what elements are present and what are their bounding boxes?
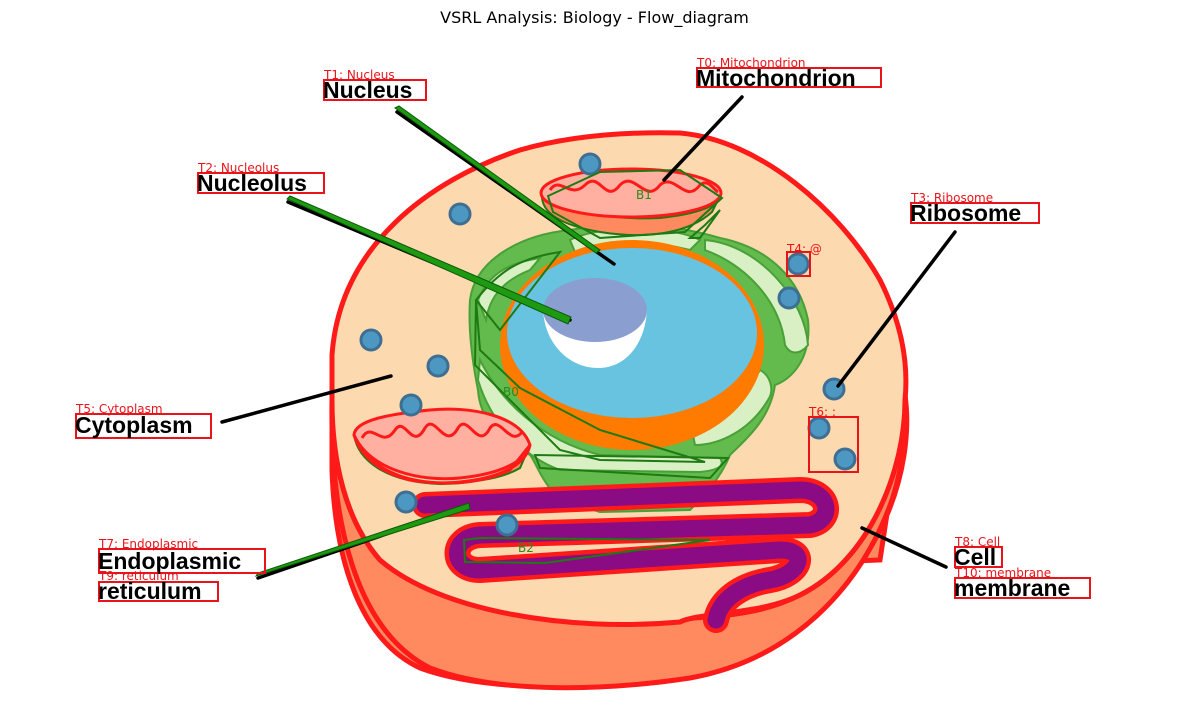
ribosome-1	[448, 202, 472, 226]
green-box-nucleus	[394, 105, 601, 254]
box-b0-outline-3	[533, 453, 731, 480]
label-endoplasmic: Endoplasmic	[98, 548, 241, 574]
box-b0-outline-2	[474, 250, 563, 332]
box-b2-outline	[462, 536, 711, 565]
tag-t7: T7: Endoplasmic	[98, 537, 198, 551]
tag-t5: T5: Cytoplasm	[75, 402, 163, 416]
label-box-t1	[323, 79, 427, 101]
box-b0-outline	[473, 299, 706, 463]
label-box-t2	[197, 172, 325, 194]
green-box-nucleolus	[286, 195, 572, 325]
green-leader-overlays	[254, 105, 601, 577]
ribosome-5	[394, 490, 418, 514]
box-label-b1: B1	[636, 188, 652, 202]
label-box-t7	[98, 548, 266, 574]
tag-t3: T3: Ribosome	[910, 191, 993, 205]
label-box-t9	[98, 581, 219, 602]
leader-ribosome	[836, 230, 957, 388]
box-label-b0: B0	[503, 385, 519, 399]
box-t4-region	[786, 251, 811, 277]
tag-t10: T10: membrane	[954, 566, 1051, 580]
label-nucleolus: Nucleolus	[197, 170, 307, 196]
label-ribosome: Ribosome	[910, 200, 1021, 226]
label-box-t8	[954, 546, 1003, 568]
ribosome-4	[399, 393, 423, 417]
tag-t6: T6: :	[808, 405, 836, 419]
ribosome-11	[807, 416, 831, 440]
ribosome-12	[833, 447, 857, 471]
label-cell: Cell	[954, 544, 996, 570]
leader-cytoplasm	[220, 374, 393, 424]
label-box-t5	[75, 413, 212, 439]
label-membrane: membrane	[954, 575, 1070, 601]
label-box-t0	[696, 67, 882, 88]
ribosome-2	[359, 328, 383, 352]
nucleus	[500, 240, 764, 450]
label-reticulum: reticulum	[98, 578, 202, 604]
box-label-b2: B2	[518, 541, 534, 555]
er-light-fold-1	[704, 238, 810, 354]
ribosome-3	[426, 354, 450, 378]
page-title: VSRL Analysis: Biology - Flow_diagram	[440, 8, 749, 27]
ribosome-8	[786, 252, 810, 276]
tag-t2: T2: Nucleolus	[197, 161, 279, 175]
leader-cell-membrane	[860, 526, 948, 569]
ribosome-6	[495, 513, 519, 537]
leader-mitochondrion	[662, 95, 744, 182]
smooth-er-tube	[412, 477, 839, 633]
tag-t9: T9: reticulum	[98, 569, 179, 583]
label-cytoplasm: Cytoplasm	[75, 412, 193, 438]
nucleolus	[543, 278, 647, 342]
tag-t8: T8: Cell	[954, 535, 1000, 549]
label-nucleus: Nucleus	[323, 77, 412, 103]
box-b1-outline-2	[687, 209, 721, 239]
box-t6-region	[808, 416, 859, 473]
label-box-t10	[954, 577, 1091, 599]
label-box-t3	[910, 202, 1040, 224]
ribosome-7	[578, 152, 602, 176]
tag-t0: T0: Mitochondrion	[696, 56, 806, 70]
ribosome-9	[777, 286, 801, 310]
tag-t1: T1: Nucleus	[323, 68, 395, 82]
tag-t4: T4: @	[786, 242, 822, 256]
box-b1-outline	[546, 168, 724, 240]
region-boxes	[462, 168, 731, 565]
label-mitochondrion: Mitochondrion	[696, 65, 856, 91]
mitochondrion-top	[539, 167, 723, 237]
